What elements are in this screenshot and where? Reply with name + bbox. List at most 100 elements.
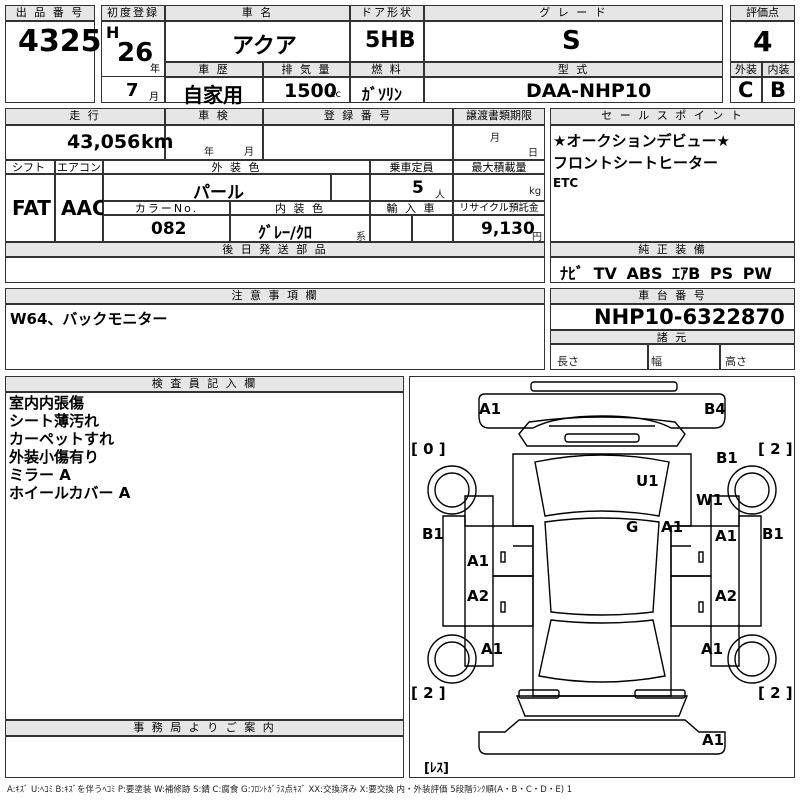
equipment-header: 純 正 装 備 — [550, 242, 795, 257]
transfer-month-unit: 月 — [490, 133, 500, 144]
mileage-header: 走 行 — [5, 108, 165, 125]
later-parts-header: 後 日 発 送 部 品 — [5, 242, 545, 257]
registration-month: 7 — [126, 80, 139, 101]
car-name: アクア — [232, 34, 297, 59]
damage-side-right: B1 — [762, 525, 784, 543]
capacity-unit: 人 — [435, 190, 445, 201]
damage-rear-door-right: A2 — [715, 587, 738, 605]
specs-header: 諸 元 — [550, 330, 795, 344]
color-number-header: カラーNo. — [103, 201, 230, 215]
capacity-header: 乗車定員 — [370, 160, 453, 174]
recycle-unit: 円 — [532, 232, 542, 243]
import-cell-2 — [412, 215, 453, 242]
inspection-year-unit: 年 — [204, 147, 214, 158]
damage-rear-bumper: A1 — [702, 731, 725, 749]
inspector-cell — [5, 392, 404, 720]
month-divider — [101, 76, 165, 103]
score-cell — [730, 21, 795, 62]
ac-cell — [55, 174, 103, 242]
fuel-header: 燃 料 — [350, 62, 424, 77]
damage-rear-door-left: A2 — [467, 587, 490, 605]
grade: S — [562, 26, 581, 56]
spare-tire: [ﾚｽ] — [424, 761, 449, 776]
chassis-number: NHP10-6322870 — [594, 305, 785, 329]
damage-rear-fender-right: A1 — [701, 640, 724, 658]
registration-year: 26 — [117, 38, 154, 68]
transfer-deadline-cell — [453, 125, 545, 160]
displacement-header: 排 気 量 — [263, 62, 350, 77]
inspection-header: 車 検 — [165, 108, 263, 125]
sales-points-cell — [550, 125, 795, 242]
interior-score-header: 内装 — [762, 62, 795, 77]
length-label: 長さ — [557, 355, 579, 368]
grade-cell — [424, 21, 723, 62]
fuel-cell — [350, 77, 424, 103]
exterior-score: C — [738, 78, 754, 102]
damage-front-door-right: A1 — [715, 527, 738, 545]
interior-score-cell — [762, 77, 795, 103]
lot-number-cell — [5, 21, 95, 103]
inspection-cell — [165, 125, 263, 160]
shift-value: FAT — [12, 196, 51, 220]
damage-front-door-left: A1 — [467, 552, 490, 570]
caution-header: 注 意 事 項 欄 — [5, 288, 545, 304]
tire-front-right: [ 2 ] — [758, 440, 793, 458]
height-cell — [720, 344, 795, 370]
damage-a-pillar-right: A1 — [661, 518, 684, 536]
exterior-color-cell — [103, 174, 331, 201]
import-header: 輸 入 車 — [370, 201, 453, 215]
first-registration-header: 初度登録 — [101, 5, 165, 21]
chassis-header: 車 台 番 号 — [550, 288, 795, 304]
year-unit: 年 — [150, 64, 160, 75]
interior-score: B — [770, 78, 787, 102]
damage-roof: U1 — [636, 472, 659, 490]
inspection-month-unit: 月 — [244, 147, 254, 158]
transfer-deadline-header: 譲渡書類期限 — [453, 108, 545, 125]
caution-text: W64、バックモニター — [10, 310, 168, 328]
mileage-cell — [5, 125, 165, 160]
inspector-note-6: ホイールカバー A — [9, 484, 131, 502]
exterior-color-header: 外 装 色 — [103, 160, 370, 174]
inspector-note-5: ミラー A — [9, 466, 71, 484]
ac-value: AAC — [61, 196, 107, 220]
registration-number-header: 登 録 番 号 — [263, 108, 453, 125]
max-load-cell — [453, 174, 545, 201]
chassis-cell — [550, 304, 795, 330]
recycle-cell — [453, 215, 545, 242]
month-unit: 月 — [149, 92, 159, 103]
exterior-color: パール — [193, 183, 244, 203]
lot-number-header: 出 品 番 号 — [5, 5, 95, 21]
inspector-note-2: シート薄汚れ — [9, 412, 100, 430]
overall-score: 4 — [753, 25, 773, 58]
displacement-unit: cc — [330, 89, 341, 100]
color-number: 082 — [151, 219, 187, 239]
history-cell — [165, 77, 263, 103]
damage-side-left: B1 — [422, 525, 444, 543]
damage-legend: A:ｷｽﾞ U:ﾍｺﾐ B:ｷｽﾞを伴うﾍｺﾐ P:要塗装 W:補修跡 S:錆 … — [7, 785, 573, 795]
office-cell — [5, 736, 404, 778]
sales-points-header: セ ー ル ス ポ イ ン ト — [550, 108, 795, 125]
displacement-cell — [263, 77, 350, 103]
caution-cell — [5, 304, 545, 370]
displacement: 1500 — [284, 80, 337, 102]
equipment-list: ﾅﾋﾞ TV ABS ｴｱB PS PW — [560, 264, 773, 283]
ac-header: エアコン — [55, 160, 103, 174]
tire-rear-right: [ 2 ] — [758, 684, 793, 702]
color-number-cell — [103, 215, 230, 242]
exterior-score-cell — [730, 77, 762, 103]
inspector-note-1: 室内内張傷 — [9, 394, 85, 412]
length-cell — [550, 344, 648, 370]
history-header: 車 歴 — [165, 62, 263, 77]
model-cell — [424, 77, 723, 103]
door-cell — [350, 21, 424, 62]
max-load-header: 最大積載量 — [453, 160, 545, 174]
door-header: ドア形状 — [350, 5, 424, 21]
lot-number: 4325 — [18, 24, 102, 59]
score-header: 評価点 — [730, 5, 795, 21]
car-diagram — [427, 381, 777, 755]
era: H — [106, 23, 120, 42]
office-header: 事 務 局 よ り ご 案 内 — [5, 720, 404, 736]
capacity-cell — [370, 174, 453, 201]
damage-front-bumper-left: A1 — [479, 400, 502, 418]
equipment-cell — [550, 257, 795, 283]
